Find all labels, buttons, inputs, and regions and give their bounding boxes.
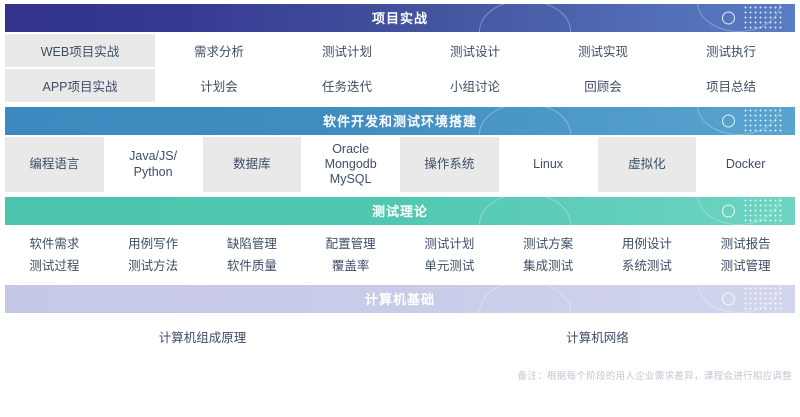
item-computer-organization[interactable]: 计算机组成原理 [158,331,247,345]
arc-decoration-icon [479,285,571,313]
column-config-management: 配置管理 覆盖率 [301,234,400,277]
item-top[interactable]: 测试计划 [424,237,475,251]
table-row-app: APP项目实战 计划会 任务迭代 小组讨论 回顾会 项目总结 [5,69,795,102]
dot-grid-decoration-icon [743,108,783,134]
item-top[interactable]: 测试方案 [523,237,574,251]
item-top[interactable]: 测试报告 [720,237,771,251]
cell-app-2[interactable]: 任务迭代 [283,69,411,102]
section-title-cs-basics: 计算机基础 [364,291,435,307]
arc-decoration-icon [479,4,571,32]
column-requirements: 软件需求 测试过程 [5,234,104,277]
item-top[interactable]: 配置管理 [325,237,376,251]
tile-operating-system[interactable]: 操作系统 [400,137,499,192]
top-spacer [0,0,800,4]
item-bottom[interactable]: 单元测试 [424,258,475,273]
cell-app-4[interactable]: 回顾会 [539,69,667,102]
dot-grid-decoration-icon [743,5,783,31]
text-grid-test-theory: 软件需求 测试过程 用例写作 测试方法 缺陷管理 软件质量 配置管理 覆盖率 测… [5,225,795,277]
cell-app-3[interactable]: 小组讨论 [411,69,539,102]
item-bottom[interactable]: 测试方法 [128,258,179,273]
item-top[interactable]: 缺陷管理 [226,237,277,251]
column-case-design: 用例设计 系统测试 [598,234,697,277]
section-title-test-theory: 测试理论 [371,203,428,219]
cell-web-5[interactable]: 测试执行 [667,34,795,67]
arc-decoration-icon [479,197,571,225]
tile-linux[interactable]: Linux [498,137,598,192]
item-top[interactable]: 软件需求 [29,237,80,251]
circle-decoration-icon [722,204,735,218]
item-computer-network[interactable]: 计算机网络 [566,331,629,345]
tile-database[interactable]: 数据库 [202,137,302,192]
column-test-plan: 测试计划 单元测试 [400,234,499,277]
section-title-dev-env: 软件开发和测试环境搭建 [322,113,477,129]
circle-decoration-icon [722,292,735,306]
item-bottom[interactable]: 测试过程 [29,258,80,273]
table-row-web: WEB项目实战 需求分析 测试计划 测试设计 测试实现 测试执行 [5,34,795,67]
item-top[interactable]: 用例设计 [621,237,672,251]
section-title-project-practice: 项目实战 [371,10,428,26]
section-header-project-practice: 项目实战 [5,4,795,32]
cell-web-3[interactable]: 测试设计 [411,34,539,67]
item-bottom[interactable]: 集成测试 [523,258,574,273]
tile-programming-language[interactable]: 编程语言 [5,137,104,192]
section-spacer [0,277,800,285]
tile-virtualization[interactable]: 虚拟化 [597,137,697,192]
item-bottom[interactable]: 测试管理 [720,258,771,273]
column-test-scheme: 测试方案 集成测试 [499,234,598,277]
tile-docker[interactable]: Docker [696,137,795,192]
section-header-test-theory: 测试理论 [5,197,795,225]
item-bottom[interactable]: 覆盖率 [331,258,370,273]
dot-grid-decoration-icon [743,286,783,312]
item-row-cs-basics: 计算机组成原理 计算机网络 [5,313,795,346]
section-header-cs-basics: 计算机基础 [5,285,795,313]
column-test-report: 测试报告 测试管理 [696,234,795,277]
column-defect-management: 缺陷管理 软件质量 [203,234,302,277]
column-case-writing: 用例写作 测试方法 [104,234,203,277]
cell-app-1[interactable]: 计划会 [155,69,283,102]
circle-decoration-icon [722,114,735,128]
item-bottom[interactable]: 系统测试 [621,258,672,273]
tile-java-js-python[interactable]: Java/JS/Python [103,137,203,192]
footnote: 备注：根据每个阶段的用人企业需求差异，课程会进行相应调整 [517,371,792,382]
cell-app-5[interactable]: 项目总结 [667,69,795,102]
circle-decoration-icon [722,11,735,25]
row-lead-app[interactable]: APP项目实战 [5,69,155,102]
item-top[interactable]: 用例写作 [128,237,179,251]
cell-web-1[interactable]: 需求分析 [155,34,283,67]
dot-grid-decoration-icon [743,198,783,224]
section-header-dev-env: 软件开发和测试环境搭建 [5,107,795,135]
item-bottom[interactable]: 软件质量 [226,258,277,273]
cell-web-2[interactable]: 测试计划 [283,34,411,67]
cell-web-4[interactable]: 测试实现 [539,34,667,67]
row-lead-web[interactable]: WEB项目实战 [5,34,155,67]
arc-decoration-icon [479,107,571,135]
